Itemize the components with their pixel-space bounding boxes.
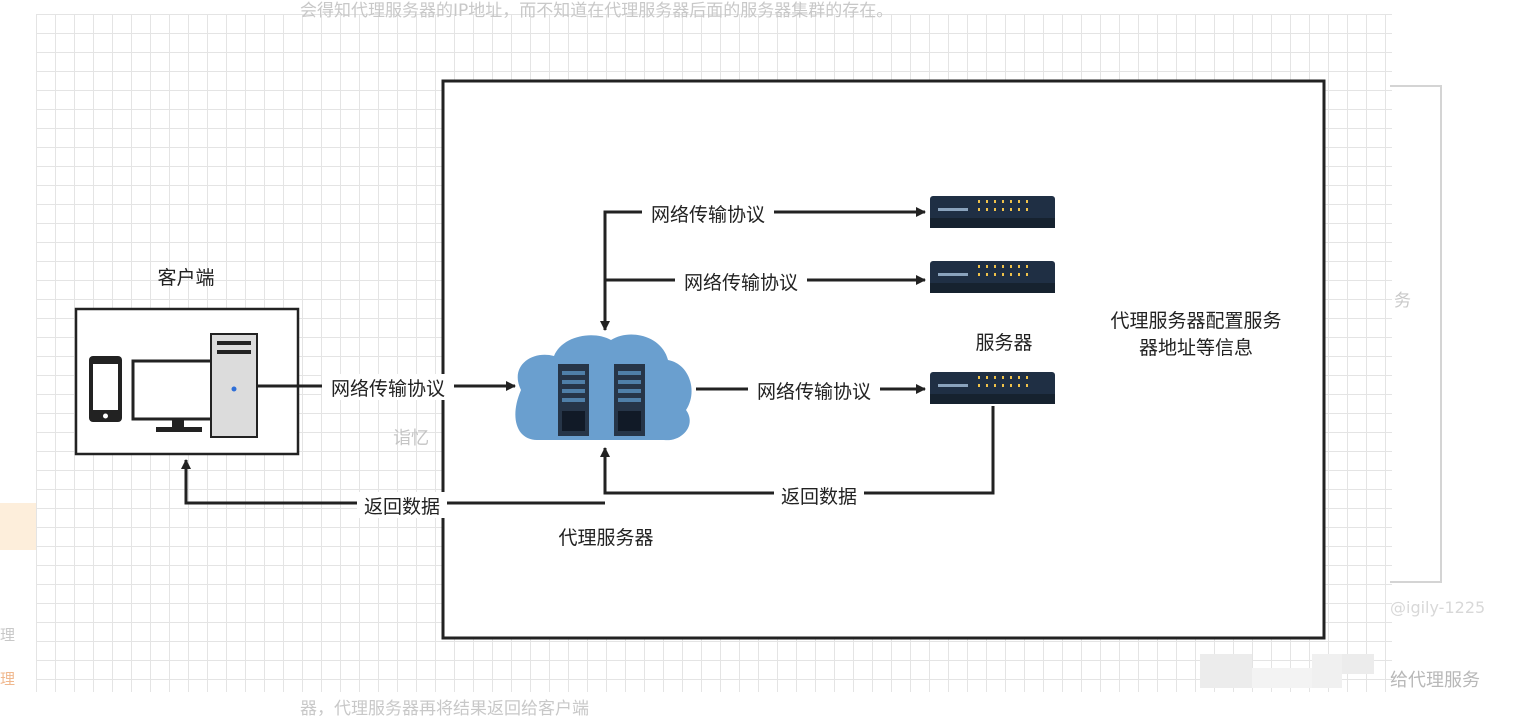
background-highlight [0, 503, 36, 550]
server-icon [930, 261, 1055, 293]
background-text-left-1: 理 [0, 626, 16, 644]
edge-label-bg [748, 377, 880, 403]
edge-label-bg [357, 492, 447, 518]
edge-label-bg [322, 374, 454, 400]
server-icon [930, 372, 1055, 404]
edge-label-bg [774, 482, 864, 508]
phone-icon [89, 356, 122, 422]
edge-label-client-to-proxy: 网络传输协议 [331, 378, 445, 400]
blurred-block [1342, 654, 1374, 674]
edge-proxy-to-server-1 [603, 207, 926, 280]
background-text-top: 会得知代理服务器的IP地址，而不知道在代理服务器后面的服务器集群的存在。 [300, 1, 894, 21]
background-text-left-2: 理 [0, 670, 16, 688]
blurred-block [1252, 668, 1312, 688]
server-icon [930, 196, 1055, 228]
watermark-handle: @igily-1225 [1390, 598, 1486, 617]
config-note-line-1: 代理服务器配置服务 [1110, 310, 1281, 332]
proxy-label: 代理服务器 [558, 527, 653, 549]
proxy-rack-icon [558, 364, 589, 436]
edge-proxy-return [181, 459, 605, 505]
config-note-line-2: 器地址等信息 [1139, 337, 1253, 359]
background-bracket [1390, 85, 1442, 583]
diagram-watermark: 诣忆 [393, 428, 429, 449]
desktop-tower-icon [210, 333, 258, 438]
background-text-right-2: 给代理服务 [1390, 670, 1480, 691]
edge-label-bg [675, 268, 807, 294]
server-label: 服务器 [975, 332, 1032, 354]
edge-label-server-return: 返回数据 [781, 486, 857, 508]
blurred-block [1200, 654, 1252, 688]
background-text-right-1: 务 [1394, 291, 1411, 311]
edge-label-proxy-return: 返回数据 [364, 496, 440, 518]
client-label: 客户端 [157, 267, 214, 289]
blurred-block [1312, 654, 1342, 688]
edge-label-bg [642, 200, 774, 226]
edge-label-proxy-to-server-3: 网络传输协议 [757, 381, 871, 403]
edge-label-proxy-to-server-2: 网络传输协议 [684, 272, 798, 294]
proxy-rack-icon [614, 364, 645, 436]
edge-label-proxy-to-server-1: 网络传输协议 [651, 204, 765, 226]
